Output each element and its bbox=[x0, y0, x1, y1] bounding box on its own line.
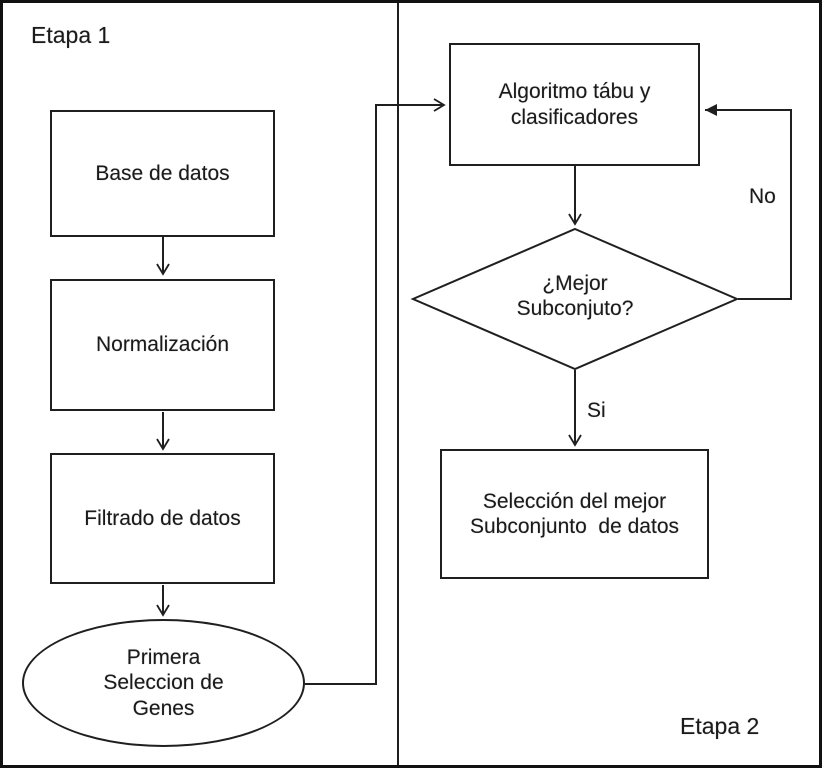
node-filtrado-de-datos: Filtrado de datos bbox=[50, 453, 275, 584]
node-primera-seleccion-de-genes: Primera Seleccion de Genes bbox=[22, 619, 305, 747]
arrow-no-loop-to-algoritmo bbox=[705, 104, 792, 300]
stage2-label: Etapa 2 bbox=[680, 713, 760, 739]
node-base-de-datos: Base de datos bbox=[50, 110, 275, 237]
node-seleccion-final-line2: Subconjunto de datos bbox=[470, 515, 679, 538]
arrow-primera-seleccion-to-algoritmo bbox=[305, 98, 446, 685]
edge-no-label: No bbox=[749, 185, 776, 208]
node-seleccion-final: Selección del mejor Subconjunto de datos bbox=[440, 449, 709, 579]
stage1-label: Etapa 1 bbox=[31, 22, 111, 48]
edge-yes-label: Si bbox=[587, 399, 606, 422]
node-normalizacion-label: Normalización bbox=[95, 333, 230, 357]
node-decision-label: ¿Mejor Subconjuto? bbox=[475, 271, 675, 321]
node-algoritmo-tabu-line1: Algoritmo tábu y bbox=[498, 80, 651, 104]
connector-layer bbox=[156, 98, 792, 685]
node-decision-line1: ¿Mejor bbox=[542, 272, 608, 295]
node-base-de-datos-label: Base de datos bbox=[95, 161, 230, 185]
node-algoritmo-tabu: Algoritmo tábu y clasificadores bbox=[449, 43, 700, 166]
node-seleccion-final-line1: Selección del mejor bbox=[482, 489, 667, 513]
node-filtrado-de-datos-label: Filtrado de datos bbox=[84, 506, 241, 530]
node-decision-line2: Subconjuto? bbox=[516, 297, 634, 321]
node-algoritmo-tabu-line2: clasificadores bbox=[510, 105, 639, 129]
node-normalizacion: Normalización bbox=[50, 279, 275, 411]
node-primera-seleccion-line3: Genes bbox=[132, 696, 195, 720]
node-decision-diamond bbox=[410, 227, 740, 371]
stage-divider-line bbox=[397, 3, 399, 765]
node-primera-seleccion-line1: Primera bbox=[126, 646, 201, 670]
node-primera-seleccion-line2: Seleccion de bbox=[103, 671, 224, 695]
